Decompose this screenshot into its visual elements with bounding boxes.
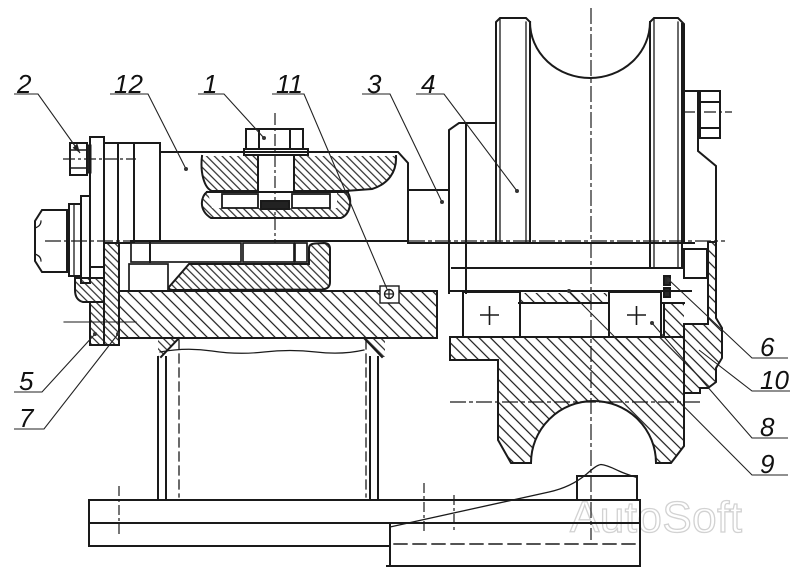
svg-text:11: 11 [276,69,303,99]
svg-text:7: 7 [19,403,35,433]
svg-text:4: 4 [421,69,435,99]
svg-text:8: 8 [760,412,775,442]
svg-text:9: 9 [760,449,774,479]
svg-text:3: 3 [367,69,382,99]
svg-text:6: 6 [760,332,775,362]
svg-text:2: 2 [16,69,32,99]
svg-text:10: 10 [760,365,789,395]
svg-text:1: 1 [203,69,217,99]
svg-text:5: 5 [19,366,34,396]
svg-text:12: 12 [114,69,143,99]
